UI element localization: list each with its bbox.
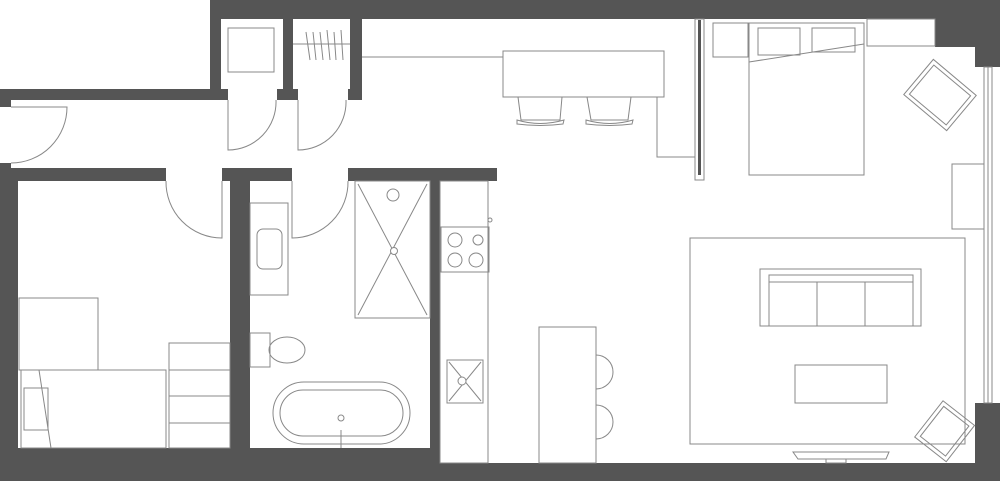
side-cabinet bbox=[951, 163, 985, 230]
living-area bbox=[689, 237, 976, 464]
chair bbox=[517, 96, 563, 121]
wall-closet-jamb-2 bbox=[348, 89, 362, 100]
vanity bbox=[249, 202, 289, 296]
double-bed bbox=[748, 22, 865, 176]
wall-closet-left bbox=[210, 0, 221, 100]
pillow bbox=[23, 387, 49, 431]
wall-closet-jamb bbox=[277, 89, 298, 100]
dining-table bbox=[502, 50, 665, 98]
closet-1-door[interactable] bbox=[227, 99, 277, 151]
nightstand bbox=[866, 18, 936, 47]
burner bbox=[447, 252, 463, 268]
small-bedroom-furniture bbox=[18, 297, 231, 449]
wall-top bbox=[210, 0, 1000, 19]
wall-bedroom-bath bbox=[230, 168, 250, 458]
burner bbox=[468, 252, 484, 268]
wall-bath-kitchen bbox=[430, 181, 440, 463]
kitchen bbox=[439, 180, 614, 464]
tv-stand bbox=[792, 451, 890, 460]
tub-drain bbox=[337, 414, 345, 422]
doors bbox=[10, 99, 349, 239]
closet-2-door[interactable] bbox=[297, 99, 347, 151]
wall-closet-mid bbox=[283, 19, 293, 100]
duvet-fold bbox=[748, 43, 865, 63]
stool bbox=[595, 404, 614, 440]
pillow bbox=[811, 27, 856, 53]
wall-bottom-left bbox=[0, 448, 440, 481]
sleeping-area bbox=[694, 18, 985, 230]
entry-door[interactable] bbox=[10, 106, 68, 164]
chair bbox=[586, 96, 632, 121]
sofa bbox=[759, 268, 922, 327]
burner bbox=[472, 234, 484, 246]
wall-left bbox=[0, 168, 18, 481]
stool bbox=[595, 354, 614, 390]
wall-closet-right bbox=[350, 19, 362, 100]
shower-head-icon bbox=[386, 188, 400, 202]
shower bbox=[354, 180, 431, 319]
bathroom-door[interactable] bbox=[291, 180, 349, 239]
bathroom-fixtures bbox=[249, 180, 431, 448]
armchair bbox=[903, 58, 977, 132]
kitchen-island bbox=[538, 326, 597, 464]
wall-right-upper bbox=[975, 0, 1000, 67]
kitchen-sink bbox=[446, 359, 484, 404]
washer bbox=[227, 27, 275, 73]
desk bbox=[18, 297, 99, 371]
wall-hall-1 bbox=[0, 168, 166, 181]
window-strip bbox=[983, 66, 993, 404]
pillow bbox=[757, 27, 801, 56]
bedroom-door[interactable] bbox=[165, 180, 223, 239]
partition-cabinet bbox=[656, 97, 695, 158]
dining bbox=[362, 50, 695, 158]
wall-entry-top bbox=[0, 89, 228, 100]
nightstand bbox=[712, 22, 749, 58]
toilet-bowl bbox=[268, 336, 306, 364]
coffee-table bbox=[794, 364, 888, 404]
wall-door-jamb-top bbox=[0, 89, 11, 107]
rug bbox=[689, 237, 966, 445]
shower-drain bbox=[390, 247, 398, 255]
hangers bbox=[305, 29, 344, 61]
closets bbox=[227, 27, 350, 73]
counter bbox=[439, 180, 489, 464]
sink-icon bbox=[256, 228, 283, 270]
wall-hall-3 bbox=[348, 168, 497, 181]
cooktop bbox=[440, 226, 490, 273]
bed bbox=[20, 369, 167, 449]
burner bbox=[447, 232, 463, 248]
armchair bbox=[913, 400, 976, 463]
toilet-tank bbox=[249, 332, 271, 368]
